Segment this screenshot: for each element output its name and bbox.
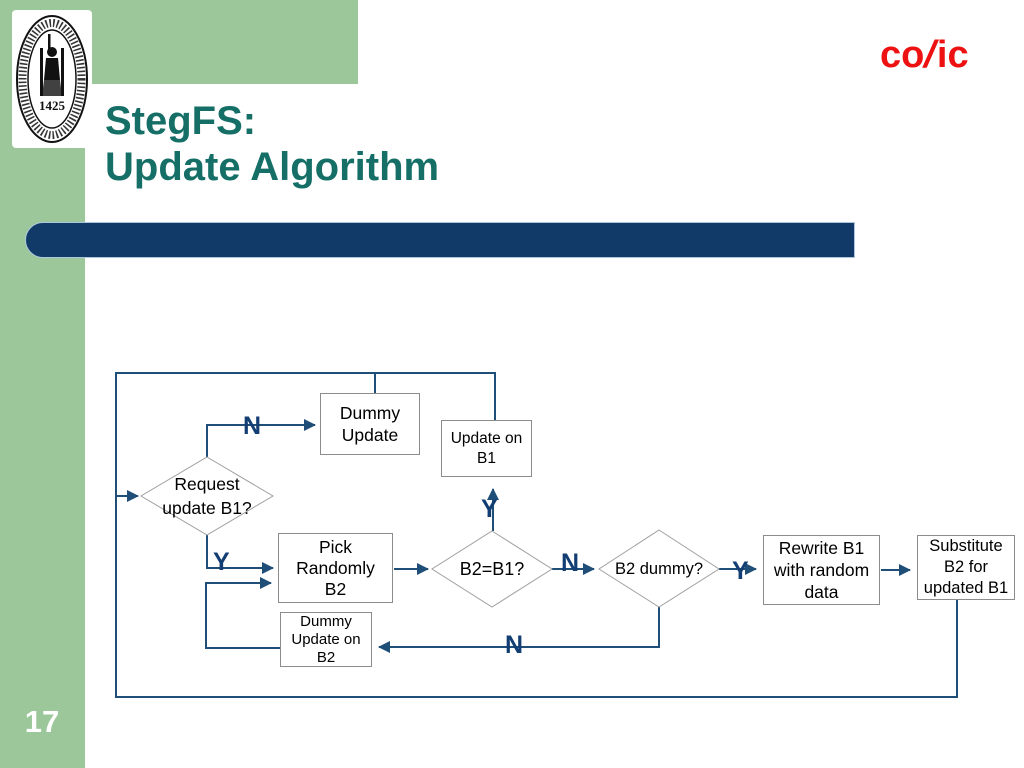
slide-title: StegFS: Update Algorithm [105,98,439,190]
slide-page-number: 17 [24,704,60,739]
request-update-b1-diamond [140,456,274,536]
edge-label-n-b2eq: N [561,549,580,577]
slide-title-line1: StegFS: [105,99,257,143]
label-b2-eq-b1: B2=B1? [459,558,525,579]
seal-year-text: 1425 [39,98,66,113]
edge-label-n-b2dummy: N [505,631,524,659]
node-substitute-b2: Substitute B2 for updated B1 [917,535,1015,600]
dummyb2-to-pick-arrow [205,577,280,649]
b2dummy-n-arrow [378,607,660,653]
edge-label-y-b2eq: Y [481,495,498,523]
university-seal-logo: 1425 [12,10,92,148]
request-y-arrow [206,535,274,574]
b2-eq-b1-diamond [431,530,553,608]
node-update-on-b1: Update on B1 [441,420,532,477]
b2-dummy-diamond [598,529,720,608]
title-divider-bar [25,222,855,258]
label-b2-dummy: B2 dummy? [614,559,704,578]
node-rewrite-b1: Rewrite B1 with random data [763,535,880,605]
slide-title-line2: Update Algorithm [105,145,440,189]
edge-label-y-b2dummy: Y [732,557,749,585]
request-n-arrow [206,419,316,457]
node-dummy-update-on-b2: Dummy Update on B2 [280,612,372,667]
label-request-update-b1: Request update B1? [162,474,252,518]
cosic-logo-part2: ic [936,34,969,76]
edge-label-y-request: Y [213,548,230,576]
cosic-logo: co/ic [880,34,969,76]
outer-loop-line [115,372,958,698]
seal-graphic: 1425 [16,15,88,143]
node-dummy-update: Dummy Update [320,393,420,455]
cosic-logo-part1: co [880,34,925,76]
node-pick-randomly-b2: Pick Randomly B2 [278,533,393,603]
edge-label-n-request: N [243,412,262,440]
